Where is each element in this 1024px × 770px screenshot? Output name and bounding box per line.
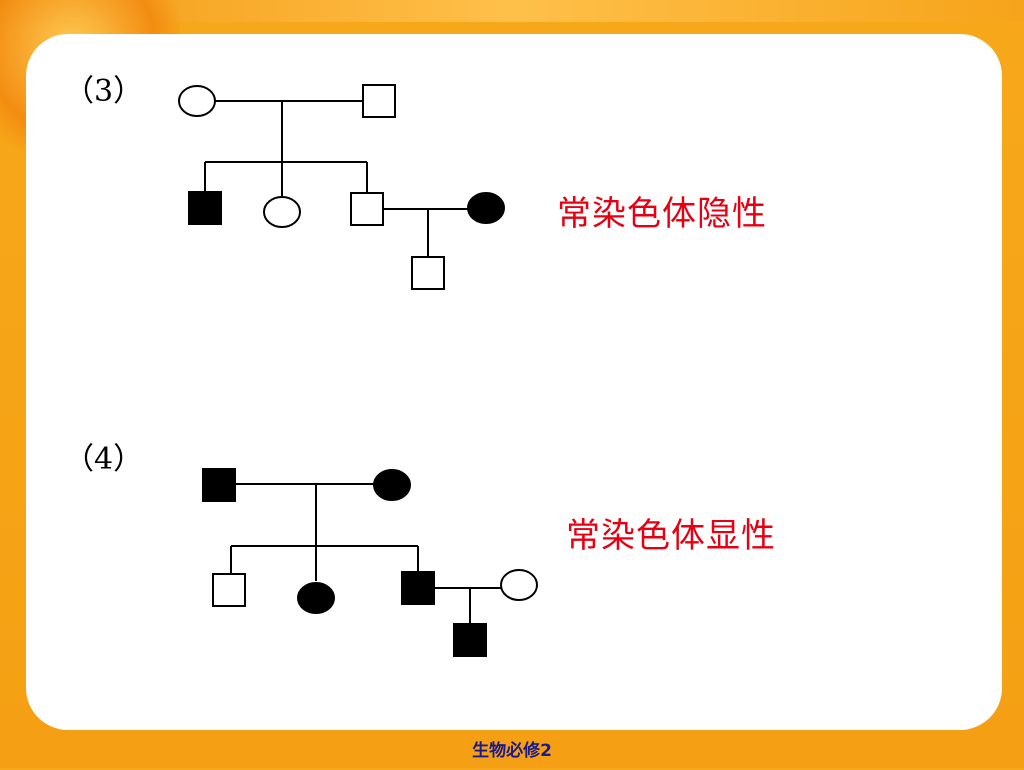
pedigree-3-unaffected-male-II-3 xyxy=(350,192,384,226)
pedigree-3-unaffected-female-II-2 xyxy=(263,196,301,228)
pedigree-3-unaffected-female-I-1 xyxy=(178,85,216,117)
pedigree-3-unaffected-male-III-1 xyxy=(411,256,445,290)
slide-content-panel xyxy=(26,34,1002,730)
pedigree-4-unaffected-female-II-4 xyxy=(500,569,538,601)
problem-3-answer: 常染色体隐性 xyxy=(557,194,767,234)
pedigree-4-lines xyxy=(230,483,502,626)
problem-4-answer: 常染色体显性 xyxy=(566,516,776,556)
problem-4-label: （4） xyxy=(64,442,144,477)
pedigree-3-symbols xyxy=(178,84,505,290)
pedigree-3-affected-male-II-1 xyxy=(188,191,222,225)
pedigree-4-affected-male-I-1 xyxy=(202,468,236,502)
pedigree-4-affected-male-III-1 xyxy=(453,623,487,657)
pedigree-3-affected-female-II-4 xyxy=(467,192,505,224)
pedigree-4-affected-female-I-2 xyxy=(373,469,411,501)
problem-3-label: （3） xyxy=(64,74,144,109)
pedigree-4-unaffected-male-II-1 xyxy=(212,573,246,607)
pedigree-4-affected-male-II-3 xyxy=(401,571,435,605)
top-decoration-strip xyxy=(0,0,1024,22)
pedigree-3-unaffected-male-I-2 xyxy=(362,84,396,118)
pedigree-3-lines xyxy=(204,100,469,259)
pedigree-4-symbols xyxy=(202,468,538,657)
footer-course-title: 生物必修2 xyxy=(472,741,552,761)
pedigree-4-affected-female-II-2 xyxy=(297,582,335,614)
